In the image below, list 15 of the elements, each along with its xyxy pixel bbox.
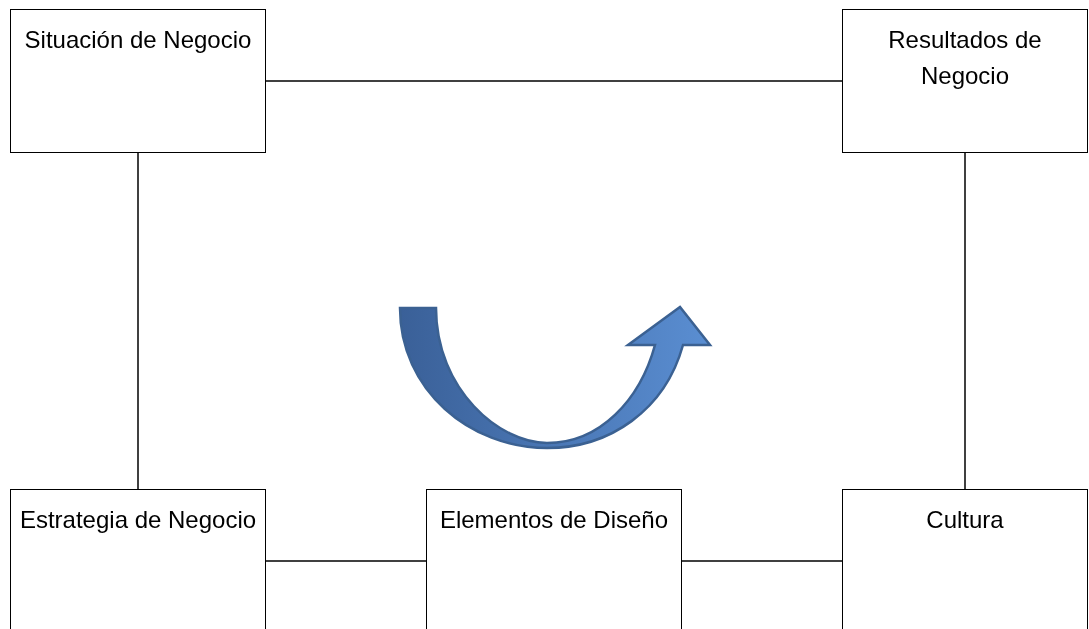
process-box: [842, 9, 1088, 153]
box-label: Situación de Negocio: [23, 25, 253, 55]
box-label: Estrategia de Negocio: [18, 505, 258, 535]
process-box: [842, 489, 1088, 629]
box-label: Resultados de Negocio: [887, 25, 1043, 91]
connector-line: [265, 80, 843, 82]
process-box: [10, 489, 266, 629]
connector-line: [137, 152, 139, 490]
process-box: [10, 9, 266, 153]
box-label: Cultura: [925, 505, 1005, 535]
box-label: Elementos de Diseño: [438, 505, 670, 535]
connector-line: [681, 560, 843, 562]
process-box: [426, 489, 682, 629]
connector-line: [964, 152, 966, 490]
connector-line: [265, 560, 427, 562]
